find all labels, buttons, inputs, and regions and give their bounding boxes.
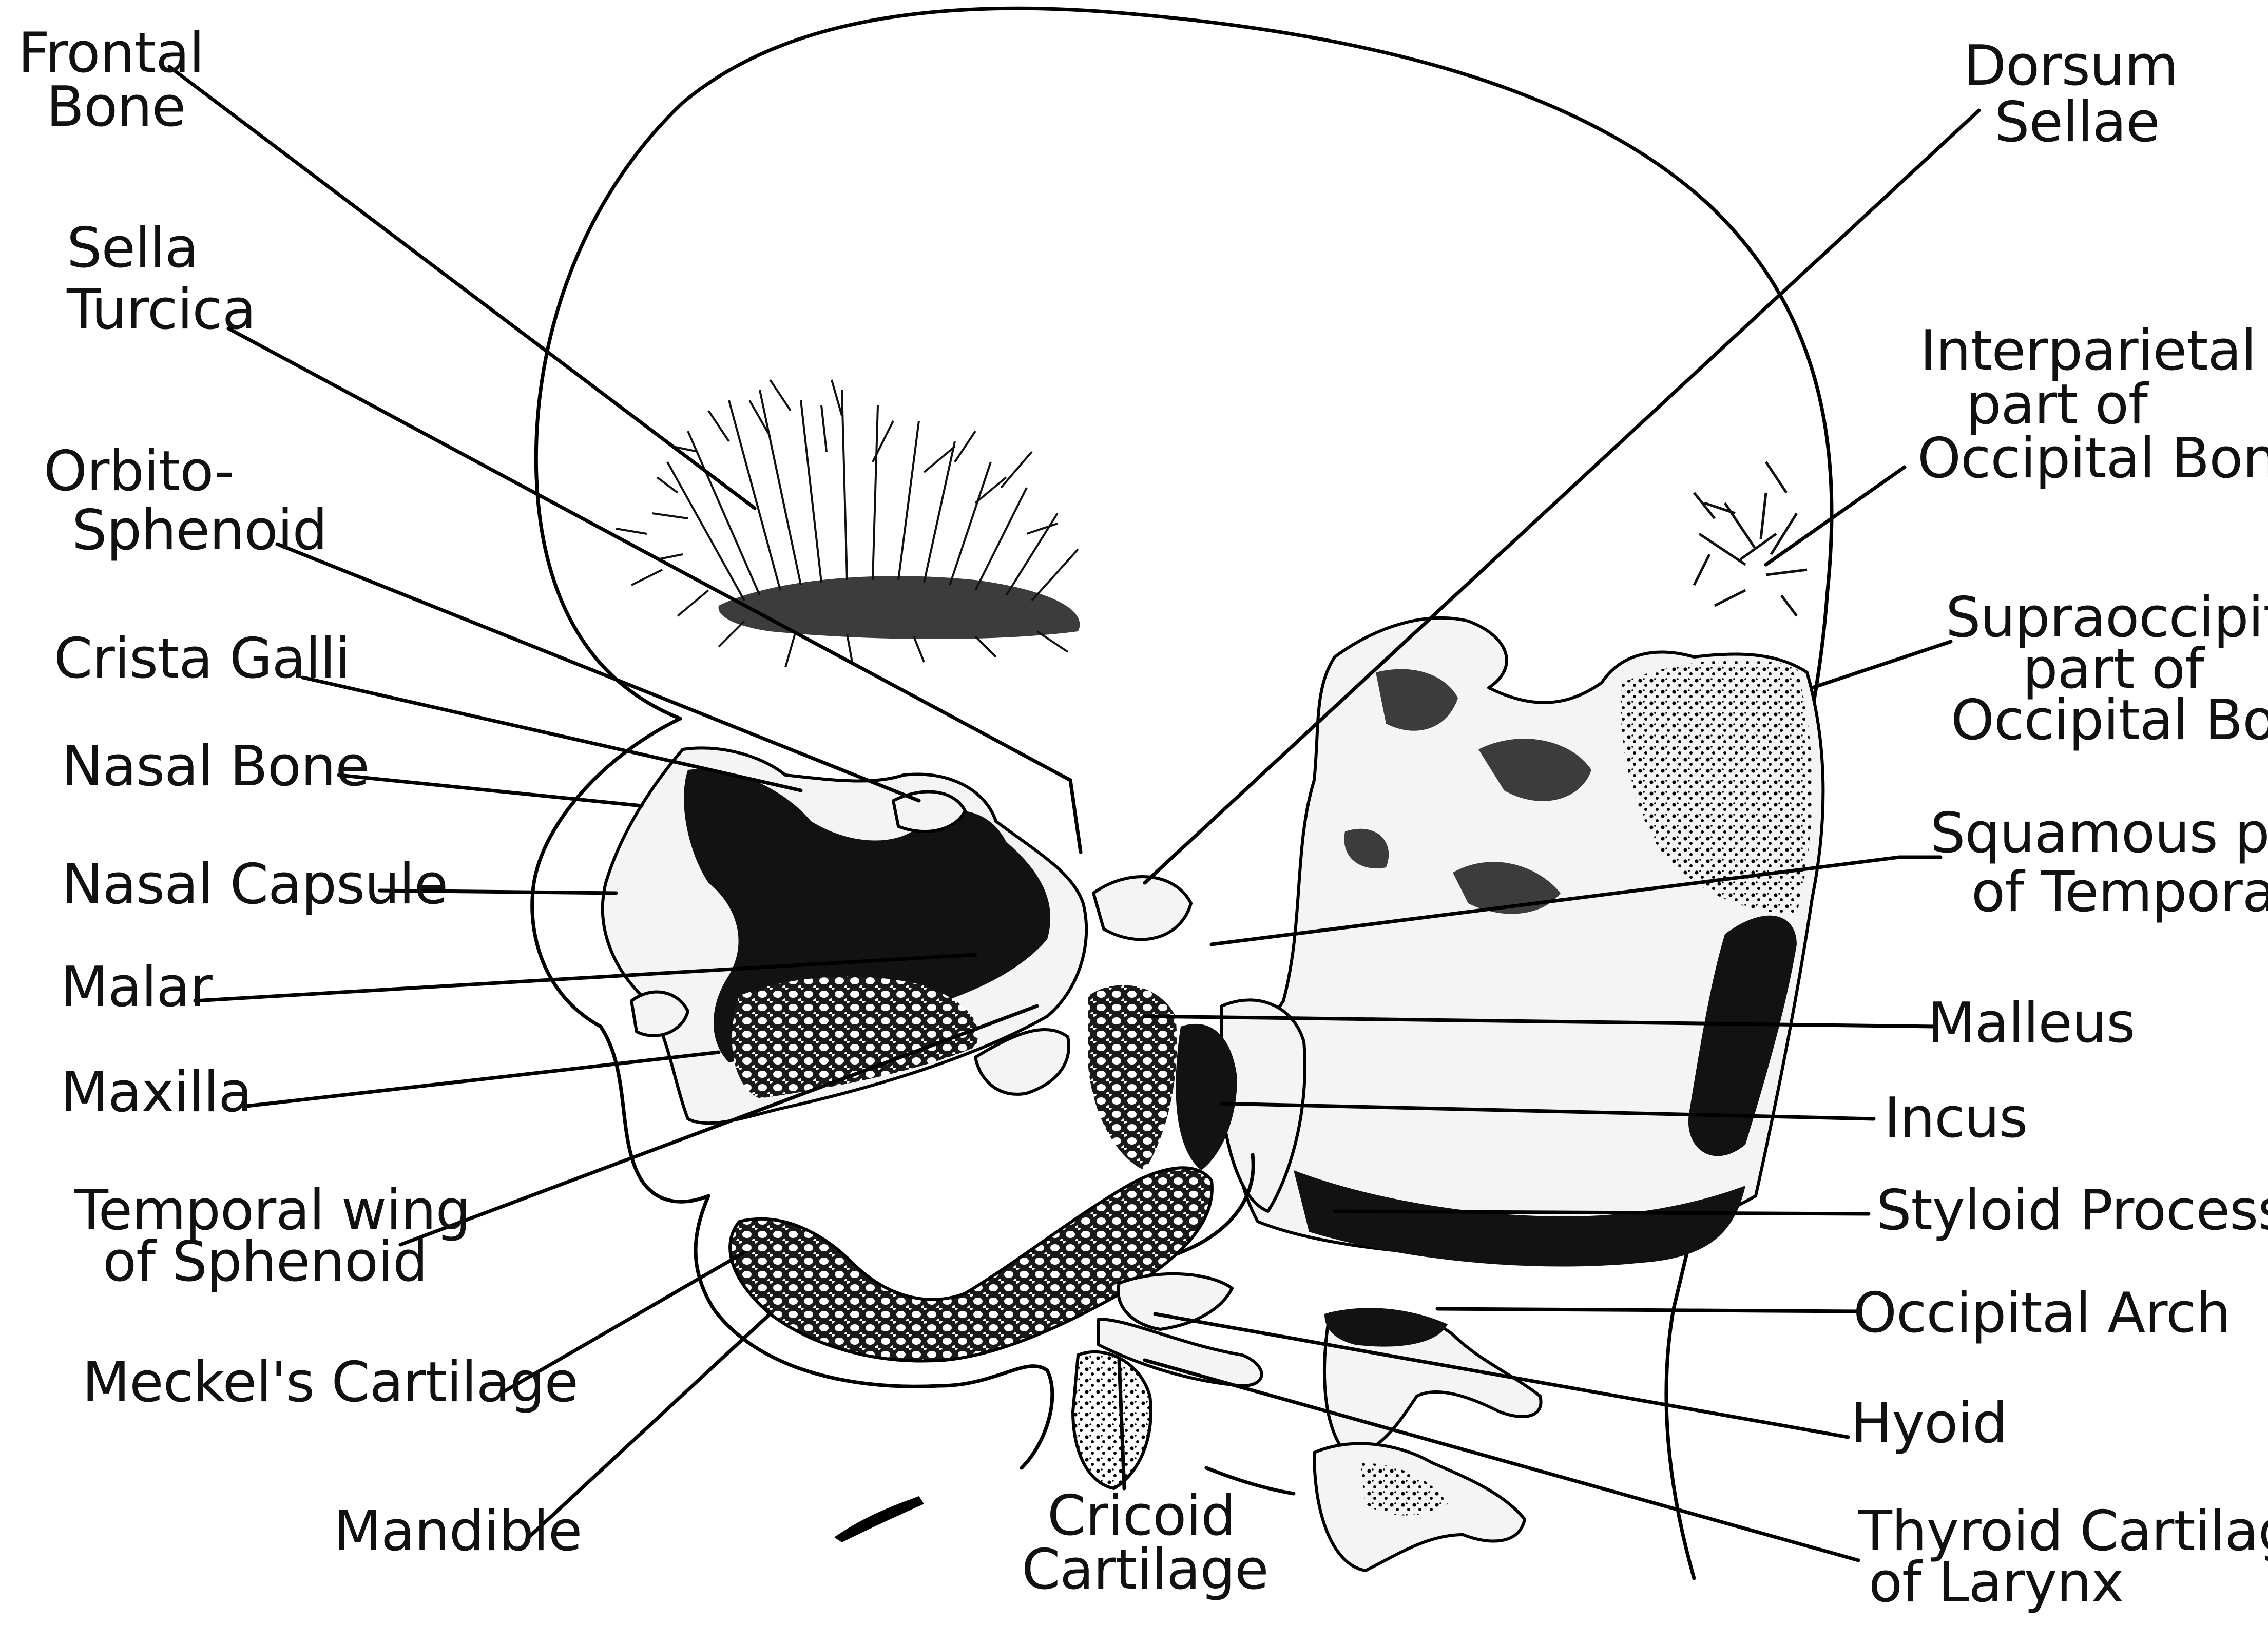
leader-styloid — [1335, 1211, 1869, 1214]
label-interparietal: Interparietal part of Occipital Bone — [1917, 319, 2268, 491]
label-thyroid-cartilage: Thyroid Cartilage of Larynx — [1858, 1499, 2268, 1615]
cranial-base — [1093, 618, 1823, 1267]
labels: Frontal Bone Sella Turcica Orbito- Sphen… — [18, 21, 2268, 1615]
interparietal-ossification — [1694, 462, 1807, 616]
label-styloid-process: Styloid Process — [1876, 1178, 2268, 1243]
label-malleus: Malleus — [1928, 991, 2135, 1055]
label-squamous-temporal: Squamous part of Temporal — [1930, 801, 2268, 924]
label-hyoid: Hyoid — [1851, 1391, 2007, 1456]
label-orbito-sphenoid: Orbito- Sphenoid — [44, 439, 327, 563]
leader-crista-galli — [303, 678, 801, 790]
leader-sella-turcica — [228, 328, 1070, 780]
label-meckels-cartilage: Meckel's Cartilage — [82, 1350, 578, 1415]
leader-sella-turcica-end — [1070, 780, 1081, 852]
label-nasal-capsule: Nasal Capsule — [62, 853, 448, 917]
label-incus: Incus — [1884, 1086, 2027, 1150]
leader-maxilla — [246, 1052, 719, 1106]
frontal-bone-ossification — [616, 380, 1080, 667]
label-crista-galli: Crista Galli — [54, 627, 350, 691]
leader-supraoccipital — [1812, 642, 1951, 688]
leader-interparietal — [1766, 467, 1905, 565]
label-maxilla: Maxilla — [61, 1060, 252, 1125]
label-frontal-bone: Frontal Bone — [18, 21, 221, 139]
label-malar: Malar — [61, 955, 213, 1019]
label-nasal-bone: Nasal Bone — [62, 734, 369, 799]
leader-frontal-bone — [169, 67, 755, 508]
label-mandible: Mandible — [334, 1499, 582, 1563]
label-occipital-arch: Occipital Arch — [1853, 1281, 2231, 1345]
label-cricoid-cartilage: Cricoid Cartilage — [1022, 1484, 1268, 1602]
label-supraoccipital: Supraoccipital part of Occipital Bone — [1946, 586, 2268, 752]
label-sella-turcica: Sella Turcica — [66, 216, 256, 342]
label-dorsum-sellae: Dorsum Sellae — [1964, 34, 2195, 154]
label-temporal-wing: Temporal wing of Sphenoid — [74, 1178, 488, 1294]
leader-occipital-arch — [1437, 1309, 1858, 1311]
